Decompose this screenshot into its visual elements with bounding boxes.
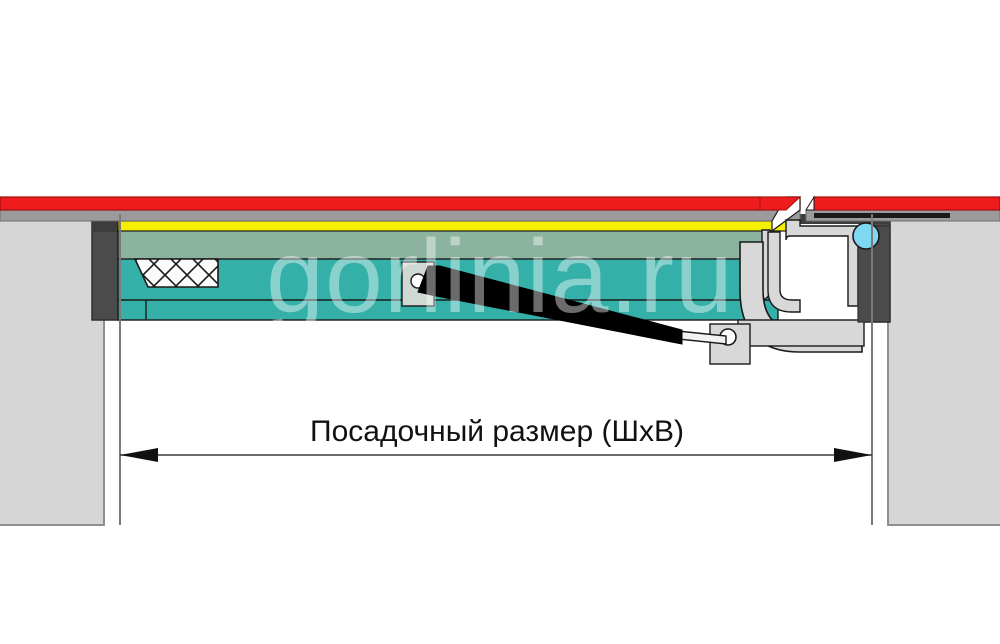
left-dark-frame [91, 221, 121, 321]
hatched-insulation-insert [133, 258, 219, 288]
dimension-arrow-left [120, 448, 158, 462]
hinge-bracket-foot [737, 319, 865, 347]
red-strip-bevel-face [759, 196, 802, 211]
red-strip-right-bevel [805, 195, 815, 211]
hinge-bracket-inner-arm [767, 231, 801, 313]
seal-gasket-circle [852, 222, 880, 250]
gas-spring-body [417, 265, 683, 345]
dimension-arrow-right [834, 448, 872, 462]
hinge-bracket-clearance [776, 228, 830, 308]
right-shadow-line [814, 213, 950, 218]
left-frame-top-cap [92, 222, 122, 232]
right-wall-block [887, 217, 1000, 526]
red-finish-strip-right [813, 196, 1000, 211]
dimension-label: Посадочный размер (ШхВ) [310, 415, 684, 448]
watermark: gorlinia.ru [266, 219, 734, 335]
left-wall-block [0, 217, 105, 526]
red-finish-strip [0, 196, 801, 211]
